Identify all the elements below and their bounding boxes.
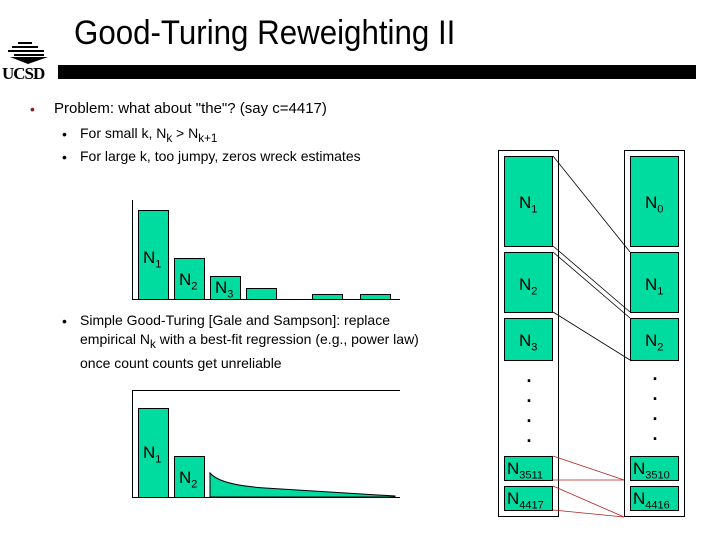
sub-bullet-small-k: For small k, Nk > Nk+1 xyxy=(80,125,217,145)
text: For small k, N xyxy=(80,125,167,141)
text-line: once count counts get unreliable xyxy=(80,354,282,371)
subscript: k+1 xyxy=(198,131,218,145)
bar-2 xyxy=(174,258,205,300)
box-right-n4416: N4416 xyxy=(630,486,679,511)
box-left-n3: N3 xyxy=(504,318,553,361)
sub-bullet-large-k: For large k, too jumpy, zeros wreck esti… xyxy=(80,148,361,164)
page-title: Good-Turing Reweighting II xyxy=(74,14,456,52)
bar-3 xyxy=(210,276,241,300)
ucsd-logo-icon xyxy=(8,42,48,64)
map-line-red xyxy=(552,455,625,481)
map-line-red xyxy=(552,509,625,518)
sub-bullet-simple-gt: Simple Good-Turing [Gale and Sampson]: r… xyxy=(80,311,419,373)
ellipsis-right: .... xyxy=(652,364,658,444)
box-left-n4417: N4417 xyxy=(504,486,553,511)
bar-label-n2: N2 xyxy=(179,270,198,293)
map-line xyxy=(552,245,631,313)
map-line xyxy=(552,155,631,253)
text-line: empirical Nk with a best-fit regression … xyxy=(80,331,419,351)
map-line-red xyxy=(552,485,625,518)
box-right-n0: N0 xyxy=(630,156,679,247)
subscript: k xyxy=(166,131,173,145)
bar-4 xyxy=(246,288,277,300)
bar-1 xyxy=(138,210,169,300)
box-left-n2: N2 xyxy=(504,252,553,313)
bullet-problem: Problem: what about "the"? (say c=4417) xyxy=(54,100,327,117)
bar-label-n1: N1 xyxy=(143,248,162,271)
text-line: Simple Good-Turing [Gale and Sampson]: r… xyxy=(80,312,390,328)
title-divider xyxy=(58,65,696,79)
bar-5 xyxy=(312,294,343,300)
text: > N xyxy=(172,125,199,141)
box-right-n2: N2 xyxy=(630,318,679,361)
map-line xyxy=(552,311,631,361)
bar-n1 xyxy=(138,408,169,498)
chart-axis-y xyxy=(132,200,133,300)
box-left-n1: N1 xyxy=(504,156,553,247)
sub-bullet-marker: • xyxy=(62,149,67,165)
bar-label-n2: N2 xyxy=(179,468,198,491)
logo-text: UCSD xyxy=(2,64,45,83)
box-right-n3510: N3510 xyxy=(630,456,679,481)
sub-bullet-marker: • xyxy=(62,313,67,329)
box-left-n3511: N3511 xyxy=(504,456,553,481)
ellipsis-left: .... xyxy=(526,366,532,446)
box-right-n1: N1 xyxy=(630,252,679,313)
map-line xyxy=(552,251,631,319)
bar-label-n3: N3 xyxy=(215,278,234,301)
bar-label-n1: N1 xyxy=(143,443,162,466)
bullet-marker: • xyxy=(30,101,35,117)
power-law-curve xyxy=(209,471,396,498)
bar-6 xyxy=(360,294,391,300)
bar-n2 xyxy=(174,456,205,498)
sub-bullet-marker: • xyxy=(62,126,67,142)
